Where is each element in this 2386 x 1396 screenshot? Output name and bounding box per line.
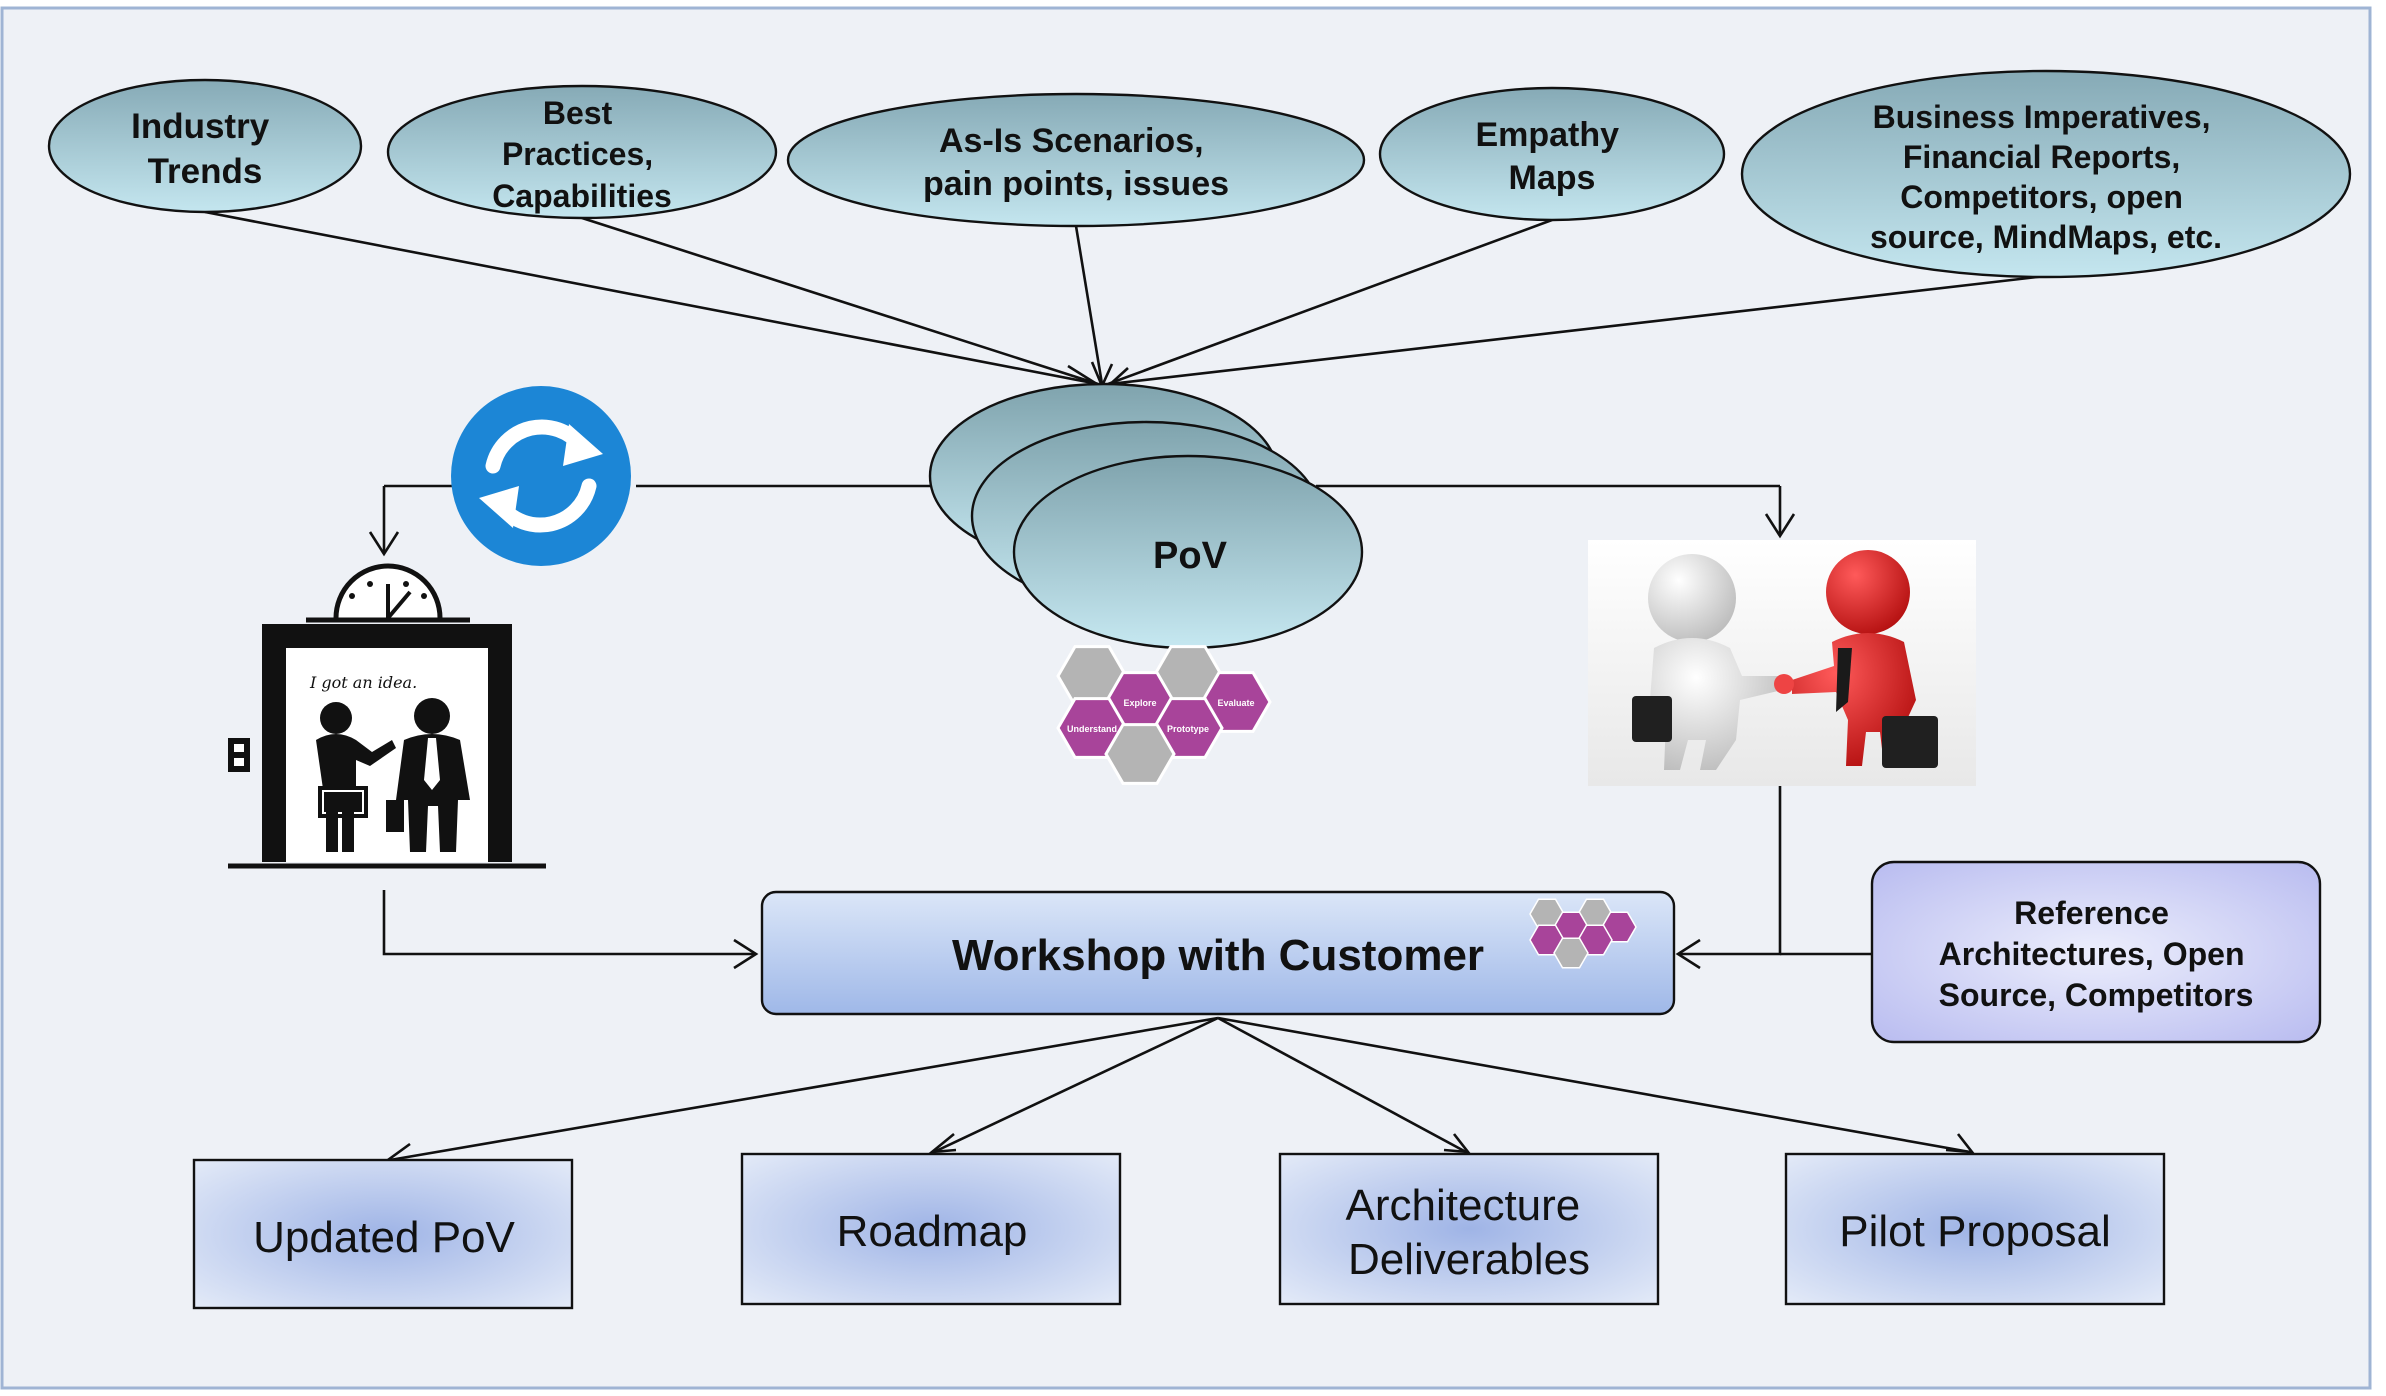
input-ellipse-empathy-maps: Empathy Maps <box>1378 86 1726 222</box>
elevator-caption: I got an idea. <box>309 673 417 692</box>
input-label: Industry Trends <box>131 107 279 191</box>
hexagon-gray <box>1553 937 1589 969</box>
output-label: Pilot Proposal <box>1839 1207 2110 1256</box>
output-box-updated-pov: Updated PoV <box>192 1158 574 1310</box>
input-ellipse-business-imperatives: Business Imperatives, Financial Reports,… <box>1740 69 2352 279</box>
workshop-box: Workshop with Customer <box>760 890 1676 1016</box>
input-label: Empathy Maps <box>1475 116 1628 197</box>
input-ellipse-industry-trends: Industry Trends <box>47 78 363 214</box>
hexagon-gray <box>1104 723 1176 785</box>
output-box-roadmap: Roadmap <box>740 1152 1122 1306</box>
hexagon-cluster-small-icon <box>1529 898 1637 969</box>
output-box-architecture-deliverables: Architecture Deliverables <box>1278 1152 1660 1306</box>
workshop-feed-connectors <box>382 786 1872 970</box>
output-label: Architecture Deliverables <box>1346 1181 1593 1284</box>
output-label: Updated PoV <box>253 1213 515 1262</box>
handshake-illustration <box>1588 540 1976 786</box>
workshop-label: Workshop with Customer <box>952 931 1484 980</box>
pov-label: PoV <box>1153 535 1228 577</box>
output-label: Roadmap <box>837 1207 1028 1256</box>
elevator-pitch-illustration: I got an idea. <box>228 563 546 869</box>
hexagon-label: Understand <box>1067 724 1117 734</box>
pov-stack: PoV <box>928 382 1364 650</box>
reference-label: Reference Architectures, Open Source, Co… <box>1939 895 2254 1013</box>
input-ellipse-best-practices: Best Practices, Capabilities <box>386 84 778 220</box>
pov-branch-connectors <box>368 484 1796 557</box>
output-box-pilot-proposal: Pilot Proposal <box>1784 1152 2166 1306</box>
hexagon-label: Explore <box>1123 698 1156 708</box>
hexagon-label: Prototype <box>1167 724 1209 734</box>
reference-box: Reference Architectures, Open Source, Co… <box>1870 860 2322 1044</box>
input-label: Business Imperatives, Financial Reports,… <box>1870 99 2222 255</box>
hexagon-label: Evaluate <box>1217 698 1254 708</box>
input-ellipse-as-is-scenarios: As-Is Scenarios, pain points, issues <box>786 92 1366 228</box>
input-label: As-Is Scenarios, pain points, issues <box>923 122 1229 203</box>
cycle-icon <box>451 386 631 566</box>
input-label: Best Practices, Capabilities <box>492 95 672 214</box>
